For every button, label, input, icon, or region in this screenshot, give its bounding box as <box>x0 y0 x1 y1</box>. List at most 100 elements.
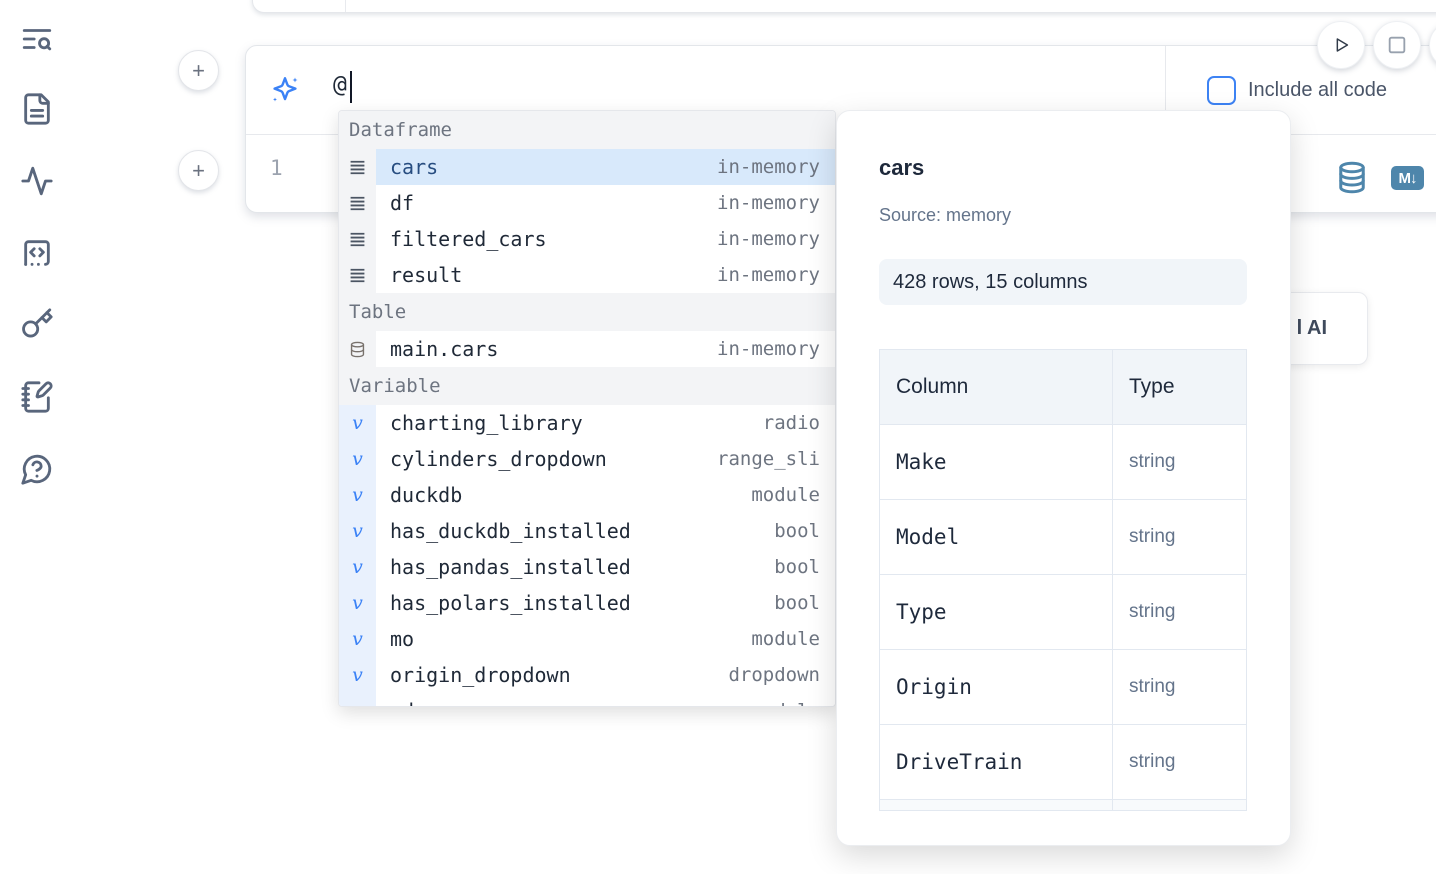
previous-cell-bottom-edge <box>252 0 1436 13</box>
completion-item-type: in-memory <box>717 338 820 360</box>
dataframe-icon-cell <box>339 257 376 293</box>
completion-item-pd[interactable]: v pd module <box>339 693 835 706</box>
variable-icon-cell: v <box>339 621 376 657</box>
completion-item-main: pd module <box>376 693 835 706</box>
completion-item-name: origin_dropdown <box>390 663 571 687</box>
completion-item-type: module <box>751 700 820 706</box>
variable-icon: v <box>352 627 363 650</box>
completion-item-type: range_sli <box>717 448 820 470</box>
key-icon[interactable] <box>18 305 56 343</box>
variable-icon: v <box>352 411 363 434</box>
completion-item-name: df <box>390 191 415 215</box>
dataframe-icon <box>350 160 365 174</box>
code-snippet-icon[interactable] <box>18 234 56 272</box>
list-search-icon[interactable] <box>18 20 56 58</box>
completion-item-type: module <box>751 484 820 506</box>
variable-icon: v <box>352 447 363 470</box>
variable-icon-cell: v <box>339 441 376 477</box>
schema-column-type: string <box>1113 500 1246 574</box>
stop-icon <box>1388 36 1406 54</box>
column-type-text: string <box>1129 676 1176 697</box>
column-type-text: string <box>1129 526 1176 547</box>
completion-item-main: origin_dropdown dropdown <box>376 657 835 693</box>
add-cell-button-top[interactable]: + <box>178 50 219 91</box>
ai-prompt-input[interactable]: @ <box>333 72 347 98</box>
schema-row-Origin: Origin string <box>880 650 1246 725</box>
schema-column-name: Make <box>880 425 1113 499</box>
completion-item-origin_dropdown[interactable]: v origin_dropdown dropdown <box>339 657 835 693</box>
completion-item-result[interactable]: result in-memory <box>339 257 835 293</box>
dataframe-icon-cell <box>339 185 376 221</box>
schema-column-type: string <box>1113 650 1246 724</box>
variable-icon-cell: v <box>339 549 376 585</box>
activity-icon[interactable] <box>18 162 56 200</box>
variable-icon-cell: v <box>339 513 376 549</box>
completion-item-type: module <box>751 628 820 650</box>
variable-icon: v <box>352 663 363 686</box>
schema-column-name <box>880 800 1113 810</box>
column-name-text: Type <box>896 600 947 624</box>
help-chat-icon[interactable] <box>18 450 56 488</box>
play-icon <box>1336 38 1349 52</box>
column-type-text: string <box>1129 751 1176 772</box>
completion-item-type: in-memory <box>717 264 820 286</box>
completion-item-name: charting_library <box>390 411 583 435</box>
completion-item-type: bool <box>774 520 820 542</box>
notebook-pen-icon[interactable] <box>18 378 56 416</box>
column-name-text: Model <box>896 525 960 549</box>
completion-item-name: has_duckdb_installed <box>390 519 631 543</box>
file-text-icon[interactable] <box>18 90 56 128</box>
divider <box>1165 46 1166 134</box>
schema-column-type: string <box>1113 575 1246 649</box>
stop-button[interactable] <box>1373 21 1421 69</box>
add-cell-button-bottom[interactable]: + <box>178 150 219 191</box>
line-number: 1 <box>270 156 283 180</box>
completion-item-name: pd <box>390 699 414 706</box>
sparkles-icon <box>269 74 301 106</box>
completion-section-header: Variable <box>339 367 835 405</box>
completion-item-has_duckdb_installed[interactable]: v has_duckdb_installed bool <box>339 513 835 549</box>
column-name-text: Origin <box>896 675 972 699</box>
markdown-icon[interactable]: M↓ <box>1391 166 1424 190</box>
shape-badge: 428 rows, 15 columns <box>879 259 1247 305</box>
completion-item-type: bool <box>774 592 820 614</box>
include-all-code-checkbox[interactable] <box>1207 76 1236 105</box>
variable-icon: v <box>352 591 363 614</box>
variable-icon-cell: v <box>339 657 376 693</box>
dataframe-preview-popup: cars Source: memory 428 rows, 15 columns… <box>836 110 1291 846</box>
completion-item-main: result in-memory <box>376 257 835 293</box>
completion-item-type: bool <box>774 556 820 578</box>
database-icon[interactable] <box>1337 161 1367 194</box>
run-cell-button[interactable] <box>1317 21 1365 69</box>
completion-item-main.cars[interactable]: main.cars in-memory <box>339 331 835 367</box>
plus-icon: + <box>192 157 205 183</box>
completion-item-type: in-memory <box>717 156 820 178</box>
completion-item-name: main.cars <box>390 337 499 361</box>
preview-title: cars <box>879 155 925 180</box>
code-editor[interactable]: 1 M↓ <box>246 135 1436 211</box>
completion-item-type: dropdown <box>728 664 820 686</box>
variable-icon-cell: v <box>339 693 376 706</box>
dataframe-icon-cell <box>339 149 376 185</box>
completion-item-name: result <box>390 263 463 287</box>
schema-column-name: Origin <box>880 650 1113 724</box>
completion-item-main: main.cars in-memory <box>376 331 835 367</box>
table-database-icon <box>350 341 365 357</box>
